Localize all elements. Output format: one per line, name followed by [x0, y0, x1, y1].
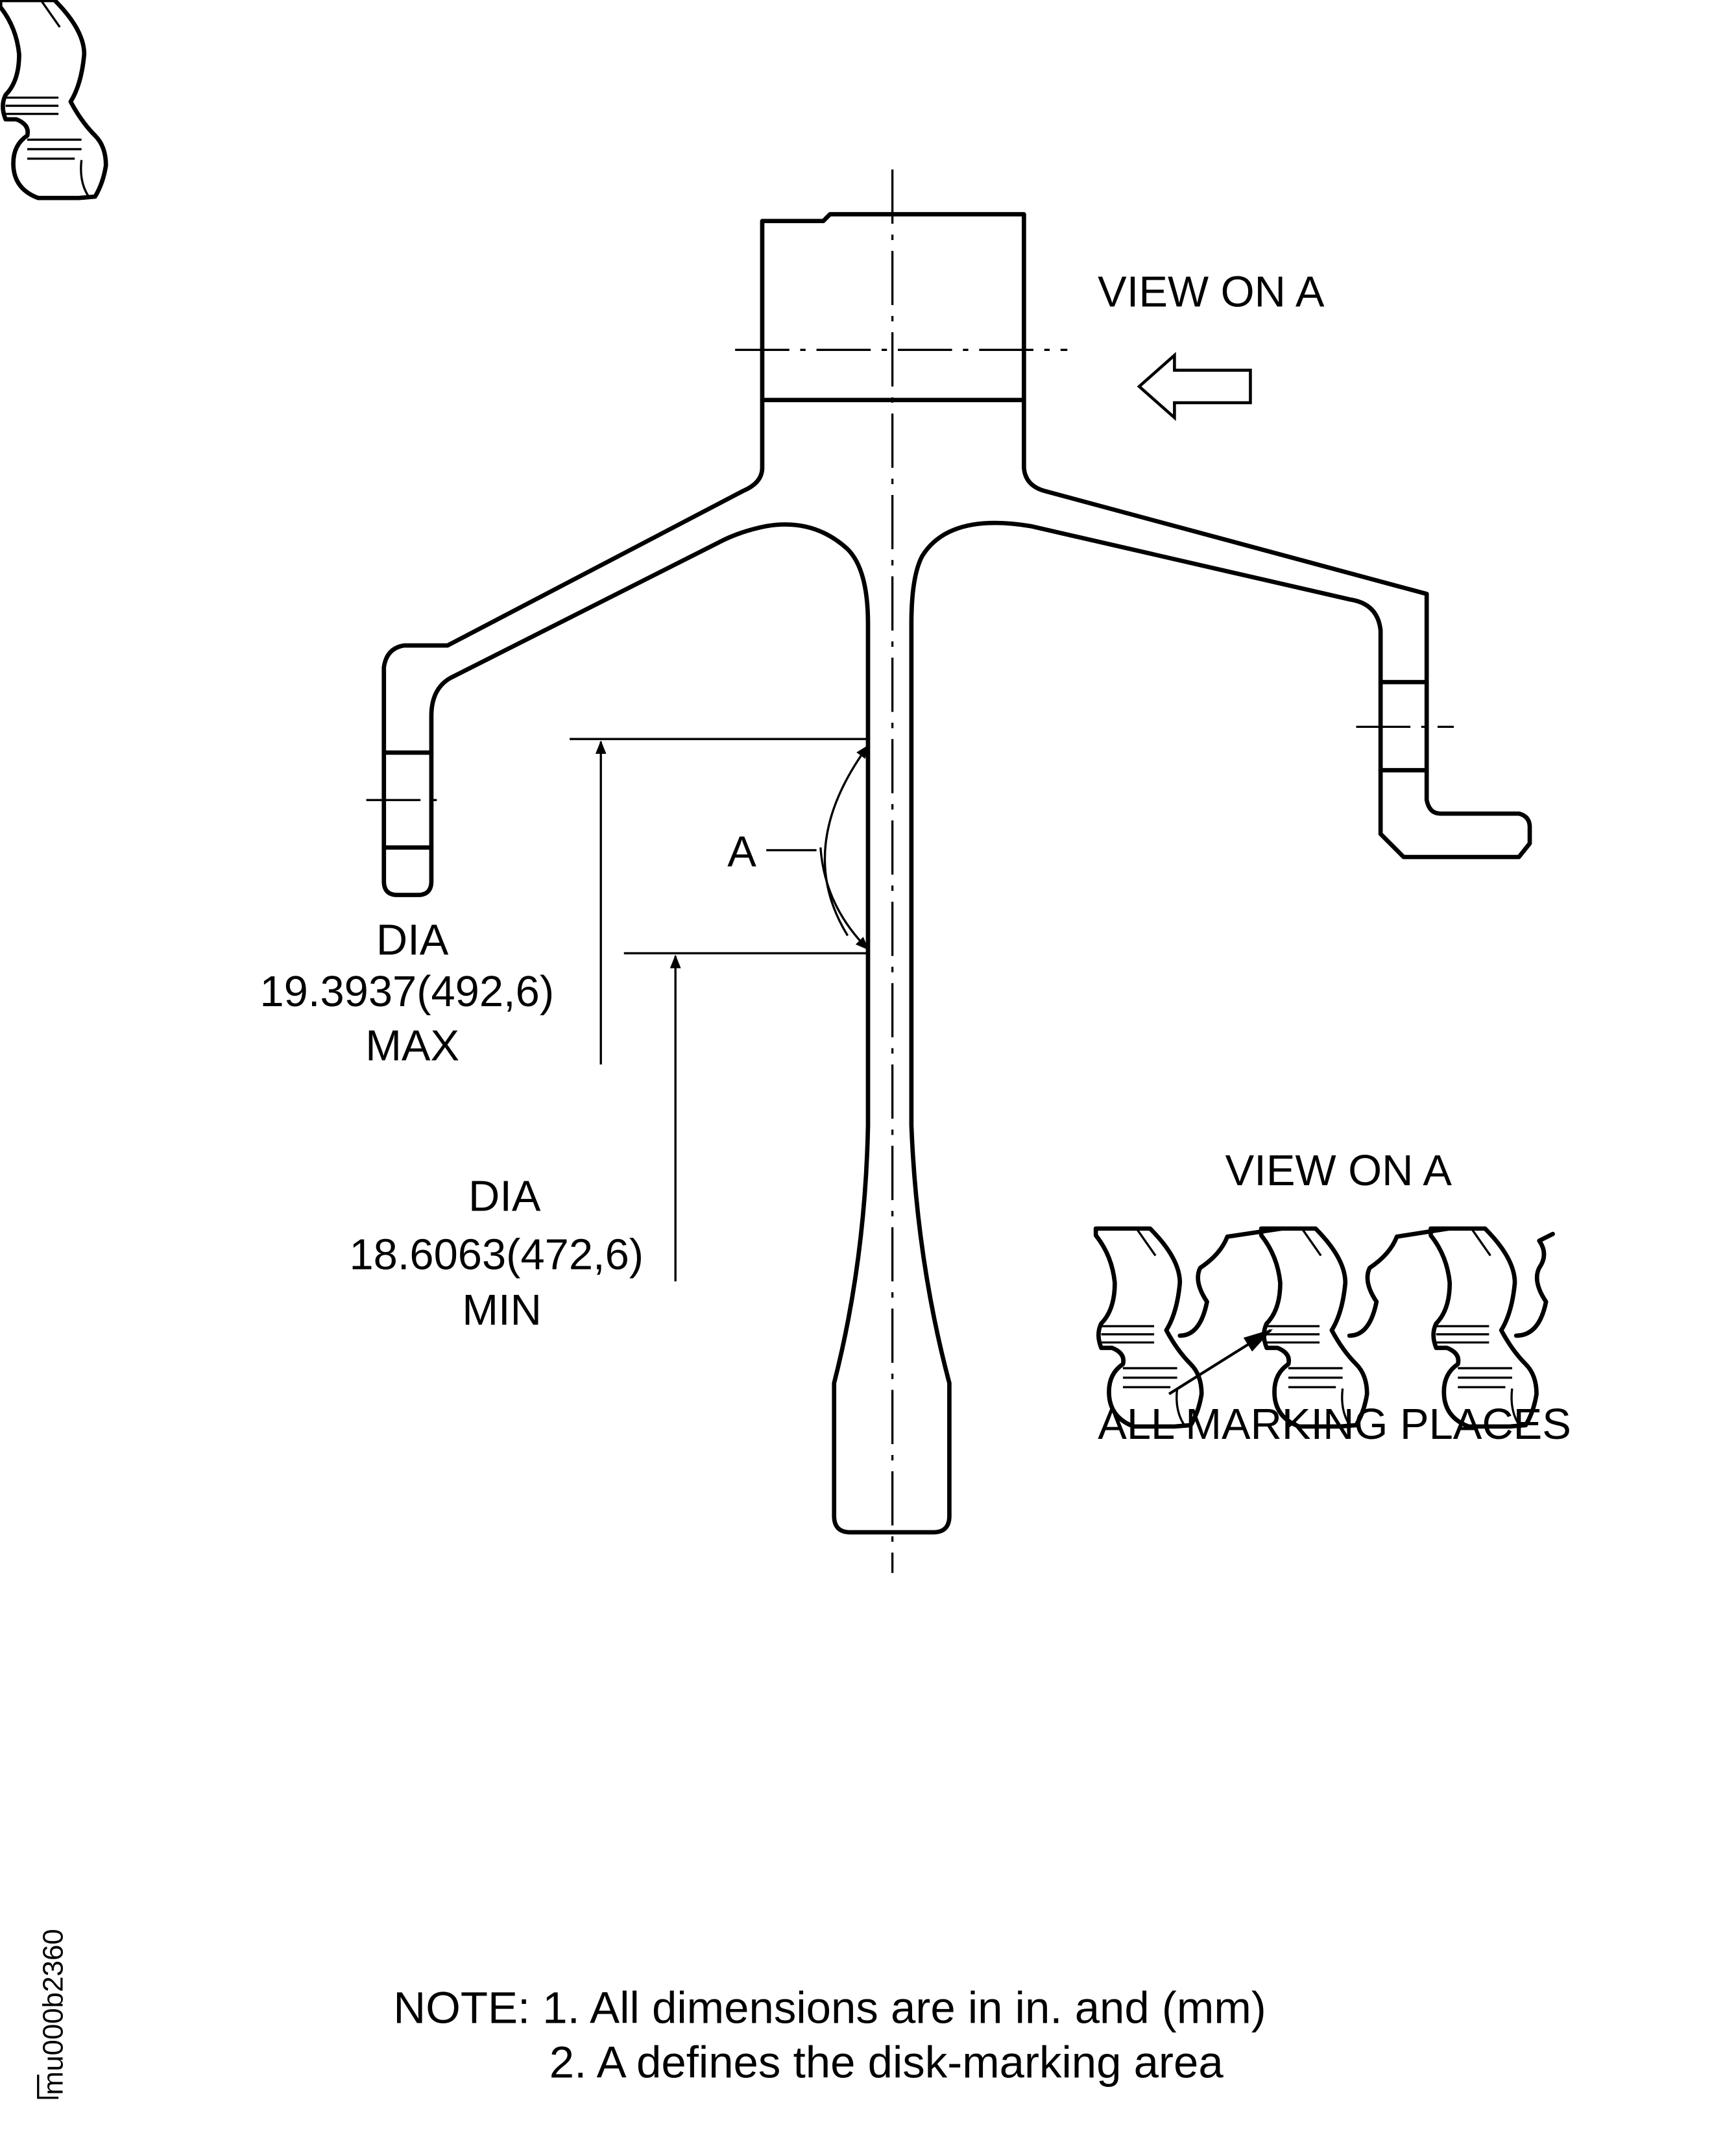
max-dia-prefix: DIA: [376, 916, 449, 965]
max-dia-suffix: MAX: [365, 1022, 459, 1070]
min-dia-value: 18.6063(472,6): [349, 1230, 644, 1279]
view-direction-arrow-icon: [1137, 352, 1252, 421]
drawing-id-bracket: [37, 2075, 59, 2099]
detail-view-title: VIEW ON A: [1225, 1146, 1453, 1195]
note-line-2: 2. A defines the disk-marking area: [549, 2037, 1224, 2087]
note-line-1: NOTE: 1. All dimensions are in in. and (…: [393, 1983, 1266, 2033]
blade-outline: [381, 211, 1532, 1535]
drawing-id: mu000b2360: [37, 1929, 69, 2095]
max-diameter-dimension: DIA 19.3937(492,6) MAX: [259, 916, 554, 1070]
centerlines: [366, 169, 1454, 1573]
marking-places-callout: ALL MARKING PLACES: [1098, 1400, 1571, 1449]
callout-leader-arrow: [1168, 1329, 1273, 1395]
max-dia-value: 19.3937(492,6): [259, 967, 554, 1016]
min-diameter-dimension: DIA 18.6063(472,6) MIN: [349, 1172, 644, 1335]
area-a-label: A: [727, 828, 756, 876]
dimension-lines: [570, 738, 869, 1282]
min-dia-suffix: MIN: [462, 1286, 542, 1334]
view-on-a-label: VIEW ON A: [1098, 267, 1325, 316]
min-dia-prefix: DIA: [468, 1172, 541, 1221]
serration-detail-view: [0, 0, 1555, 1427]
